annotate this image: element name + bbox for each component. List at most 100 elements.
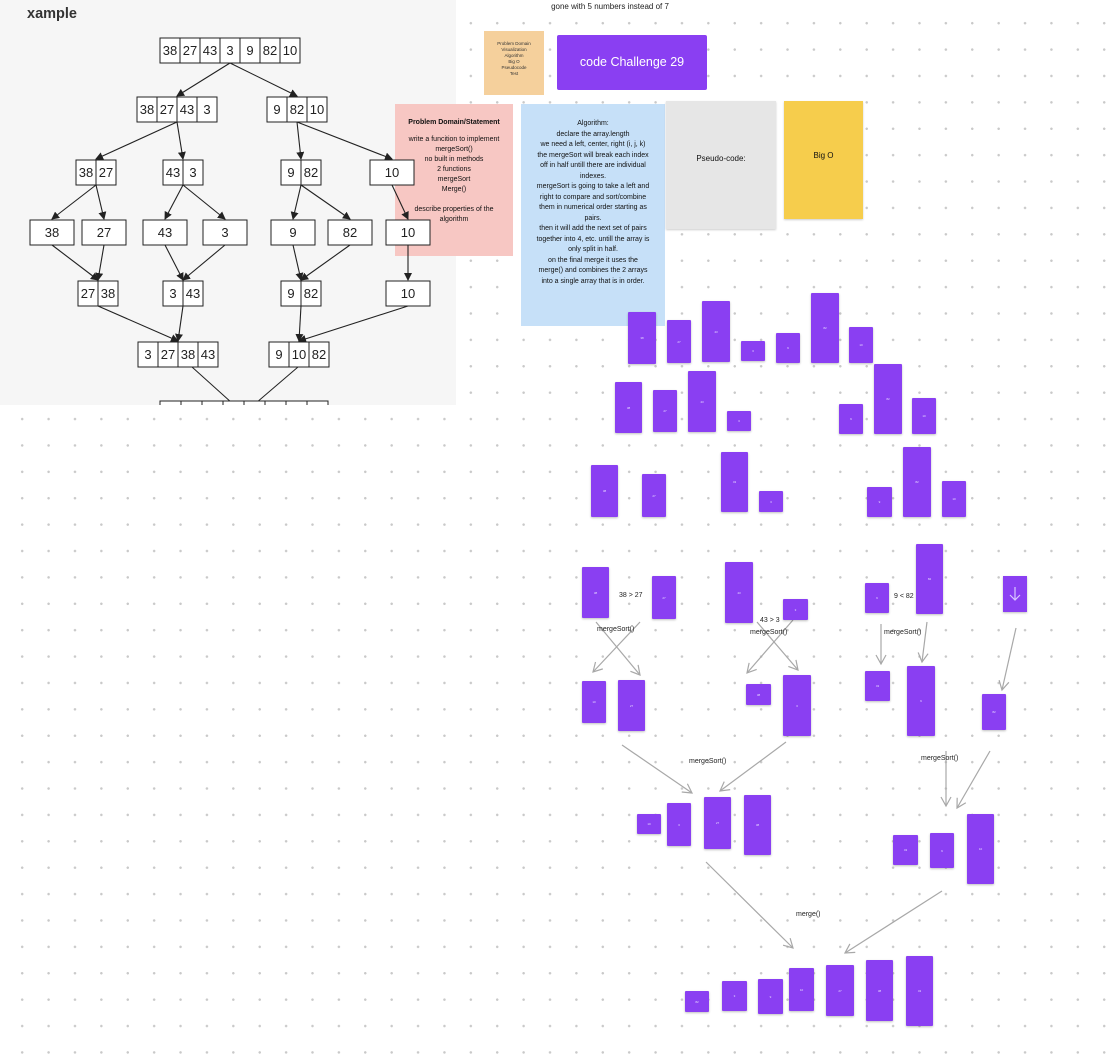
split-arrow [296,121,305,160]
value-bar[interactable]: 10 [912,398,936,434]
value-bar-label: 9 [769,994,772,999]
flow-arrow[interactable] [756,621,799,671]
value-bar[interactable]: 9 [930,833,954,868]
top-note: gone with 5 numbers instead of 7 [551,2,669,11]
value-bar[interactable]: 9 [867,487,892,517]
algorithm-line: right to compare and sort/combine [539,193,647,201]
merge-sort-label: mergeSort() [597,626,635,633]
sticky-note-pseudocode[interactable]: Pseudo-code: [666,101,776,229]
value-bar-label: 38 [602,489,607,493]
value-bar[interactable]: 3 [727,411,751,431]
value-bar[interactable]: 27 [826,965,854,1016]
algorithm-line: indexes. [579,172,607,180]
value-bar[interactable]: 10 [967,814,994,884]
value-bar[interactable]: 43 [721,452,748,512]
value-bar[interactable]: 43 [865,671,890,701]
value-bar[interactable]: 82 [874,364,902,434]
value-bar[interactable]: 38 [591,465,618,517]
outline-line: Algorithm [504,53,524,58]
value-bar[interactable]: 9 [839,404,863,434]
value-bar-label: 27 [663,409,667,413]
array-cell [182,280,204,307]
value-bar[interactable]: 10 [789,968,814,1011]
value-bar[interactable]: 3 [667,803,691,846]
value-bar[interactable]: 10 [582,681,606,723]
value-bar[interactable]: 27 [704,797,731,849]
value-bar[interactable]: 38 [744,795,771,855]
split-arrow [176,62,231,97]
single-index-bar[interactable] [1003,576,1027,612]
value-bar-label: 82 [992,710,996,714]
value-bar[interactable]: 3 [759,491,783,512]
value-bar[interactable]: 10 [942,481,966,517]
sticky-note-big-o[interactable]: Big O [784,101,863,219]
value-bar[interactable]: 43 [893,835,918,865]
value-bar[interactable]: 3 [722,981,747,1011]
array-cell-value: 3 [144,347,151,362]
value-bar-label: 10 [799,987,804,992]
flow-arrow[interactable] [621,744,694,794]
array-cell-value: 9 [273,102,280,117]
value-bar[interactable]: 27 [618,680,645,731]
value-bar[interactable]: 10 [849,327,873,363]
value-bar-label: 38 [877,988,882,993]
problem-heading: Problem Domain/Statement [408,119,500,126]
value-bar[interactable]: 82 [982,694,1006,730]
value-bar[interactable]: 9 [907,666,935,736]
value-bar[interactable]: 9 [865,583,889,613]
array-cell-value: 3 [226,43,233,58]
flow-arrow[interactable] [998,627,1017,692]
challenge-title-card[interactable]: code Challenge 29 [557,35,707,90]
compare-label: 38 > 27 [619,592,643,599]
value-bar-label: 3 [770,499,772,504]
value-bar-label: 43 [875,684,880,688]
value-bar[interactable]: 82 [916,544,943,614]
sticky-note-outline[interactable]: Problem Domain Visualization Algorithm B… [484,31,544,95]
value-bar[interactable]: 27 [667,320,691,363]
value-bar[interactable]: 9 [758,979,783,1014]
array-cell [29,219,75,246]
value-bar[interactable]: 10 [637,814,661,834]
value-bar[interactable]: 38 [746,684,771,705]
flow-arrow[interactable] [956,750,991,810]
problem-line: algorithm [439,216,469,223]
value-bar[interactable]: 43 [688,371,716,432]
value-bar[interactable]: 3 [783,599,808,620]
flow-arrow[interactable] [705,861,794,949]
value-bar[interactable]: 38 [615,382,642,433]
flow-arrow[interactable] [719,741,787,792]
split-arrow [300,184,351,220]
array-cell [201,400,224,405]
value-bar[interactable]: 38 [628,312,656,364]
value-bar[interactable]: 82 [903,447,931,517]
value-bar[interactable]: 9 [776,333,800,363]
array-cell [306,96,328,123]
value-bar[interactable]: 43 [906,956,933,1026]
flow-arrow[interactable] [592,621,641,673]
value-bar[interactable]: 27 [642,474,666,517]
array-cell-value: 82 [263,43,277,58]
array-cell [182,159,204,186]
flow-arrow[interactable] [746,619,794,674]
value-bar[interactable]: 3 [783,675,811,736]
flow-arrow[interactable] [917,621,929,664]
flow-arrow[interactable] [595,621,641,676]
value-bar[interactable]: 27 [652,576,676,619]
value-bar[interactable]: 3 [741,341,765,361]
array-cell [243,400,266,405]
array-cell-value: 10 [401,286,415,301]
value-bar[interactable]: 82 [685,991,709,1012]
value-bar[interactable]: 38 [582,567,609,618]
flow-arrow[interactable] [843,890,943,954]
value-bar[interactable]: 82 [811,293,839,363]
value-bar-label: 43 [917,989,922,993]
value-bar[interactable]: 27 [653,390,677,432]
sticky-note-algorithm[interactable]: Algorithm: declare the array.length we n… [521,104,665,326]
sticky-note-problem-domain[interactable]: Problem Domain/Statement write a funciti… [395,104,513,256]
value-bar-label: 3 [733,994,736,998]
value-bar-label: 9 [787,346,789,350]
value-bar[interactable]: 43 [725,562,753,623]
value-bar[interactable]: 43 [702,301,730,362]
value-bar[interactable]: 38 [866,960,893,1021]
